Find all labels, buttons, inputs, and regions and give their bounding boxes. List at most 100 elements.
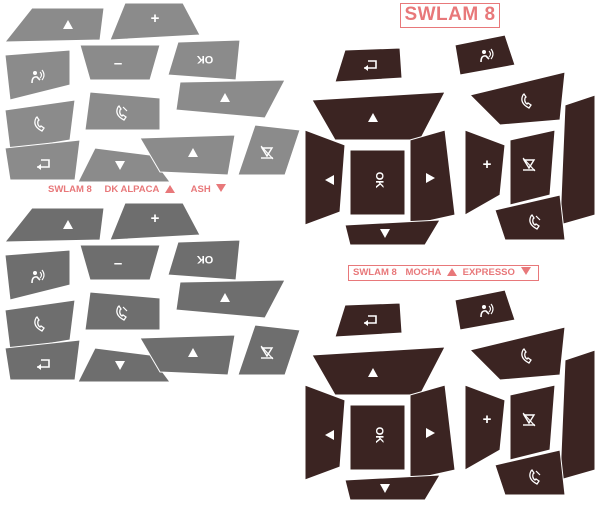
phone-hangup-icon (116, 104, 128, 121)
arrow-down-icon (115, 361, 125, 370)
gray-btn-plus-shape (109, 2, 201, 41)
brown-btn-back-shape (334, 47, 403, 83)
brown-button-set-bottom: OK + (304, 289, 596, 501)
back-icon (364, 315, 377, 326)
brown-btn-left (304, 129, 346, 226)
gray-btn-up-shape (4, 7, 105, 43)
phone-hangup-icon (529, 468, 541, 485)
brown-btn-side-shape (559, 349, 596, 481)
arrow-down-icon (380, 484, 390, 493)
svg-text:OK: OK (197, 53, 214, 65)
gray-btn-minus-shape (79, 44, 161, 81)
brown-btn-down-shape (344, 474, 441, 501)
brown-btn-side (559, 94, 596, 226)
legend-down-color: ASH (190, 184, 211, 195)
gray-btn-back-shape (4, 339, 81, 381)
arrow-down-icon (115, 161, 125, 170)
gray-btn-minus: – (79, 44, 161, 81)
phone-icon (34, 315, 45, 332)
arrow-up-icon (188, 148, 198, 157)
gray-btn-up2 (175, 79, 286, 119)
gray-btn-up2-shape (175, 279, 286, 319)
brown-btn-down (344, 219, 441, 246)
gray-btn-plus: + (109, 2, 201, 41)
gray-btn-voice-shape (4, 49, 71, 101)
triangle-up-icon (164, 185, 175, 193)
gray-btn-plus: + (109, 202, 201, 241)
voice-command-icon (480, 48, 494, 63)
brown-btn-plus: + (464, 129, 506, 216)
legend-brown: SWLAM 8 MOCHA EXPRESSO (348, 265, 539, 281)
brown-btn-left-shape (304, 129, 346, 226)
arrow-up-icon (220, 93, 230, 102)
arrow-right-icon (426, 428, 435, 438)
brown-btn-ok: OK (349, 149, 406, 216)
gray-btn-up (4, 207, 105, 243)
arrow-up-icon (63, 220, 73, 229)
svg-text:–: – (114, 255, 122, 272)
svg-text:+: + (483, 411, 492, 428)
brown-btn-down (344, 474, 441, 501)
gray-btn-ok-shape (167, 39, 241, 81)
arrow-up-icon (368, 368, 378, 377)
svg-text:–: – (114, 55, 122, 72)
gray-btn-phone2-shape (84, 91, 161, 131)
legend-code: SWLAM 8 (353, 267, 397, 278)
plus-icon: + (483, 411, 492, 428)
legend-code: SWLAM 8 (48, 184, 92, 195)
gray-btn-phone-shape (4, 99, 76, 151)
legend-down-color: EXPRESSO (462, 267, 515, 278)
brown-btn-left (304, 384, 346, 481)
gray-btn-voice (4, 49, 71, 101)
legend-gray: SWLAM 8 DK ALPACA ASH (48, 184, 229, 196)
plus-icon: + (151, 210, 160, 227)
brown-btn-plus-shape (464, 129, 506, 216)
brown-btn-up (311, 91, 446, 141)
brown-btn-mute (509, 384, 556, 461)
gray-btn-back-shape (4, 139, 81, 181)
arrow-left-icon (325, 175, 334, 185)
brown-btn-down-shape (344, 219, 441, 246)
mute-icon (522, 157, 536, 172)
brown-btn-phone2-shape (494, 194, 566, 241)
brown-btn-side (559, 349, 596, 481)
gray-btn-mute (237, 124, 301, 176)
mute-icon (260, 145, 274, 160)
brown-btn-phone2 (494, 449, 566, 496)
brown-btn-phone-shape (469, 71, 566, 126)
voice-command-icon (31, 269, 45, 284)
brown-btn-ok: OK (349, 404, 406, 471)
arrow-up-icon (368, 113, 378, 122)
gray-btn-up3-shape (139, 334, 236, 376)
triangle-down-icon (216, 184, 227, 192)
ok-icon: OK (373, 427, 385, 444)
gray-btn-back (4, 139, 81, 181)
gray-button-set-top: + – OK (4, 2, 301, 183)
brown-btn-mute-shape (509, 129, 556, 206)
brown-btn-phone2-shape (494, 449, 566, 496)
gray-btn-up-shape (4, 207, 105, 243)
gray-btn-phone (4, 99, 76, 151)
arrow-up-icon (220, 293, 230, 302)
brown-btn-voice-shape (454, 34, 516, 76)
brown-btn-voice-shape (454, 289, 516, 331)
phone-icon (34, 115, 45, 132)
phone-hangup-icon (116, 304, 128, 321)
gray-btn-mute-shape (237, 324, 301, 376)
gray-btn-minus-shape (79, 244, 161, 281)
brown-btn-ok-shape (349, 404, 406, 471)
arrow-up-icon (63, 20, 73, 29)
plus-icon: + (151, 10, 160, 27)
ok-icon: OK (373, 172, 385, 189)
brown-button-set-top: OK + (304, 34, 596, 246)
gray-btn-up3-shape (139, 134, 236, 176)
brown-btn-plus: + (464, 384, 506, 471)
brown-btn-back-shape (334, 302, 403, 338)
gray-btn-up3 (139, 334, 236, 376)
gray-btn-down (77, 347, 171, 383)
gray-btn-voice-shape (4, 249, 71, 301)
ok-icon: OK (197, 53, 214, 65)
gray-btn-down-shape (77, 347, 171, 383)
svg-text:+: + (151, 10, 160, 27)
voice-command-icon (480, 303, 494, 318)
